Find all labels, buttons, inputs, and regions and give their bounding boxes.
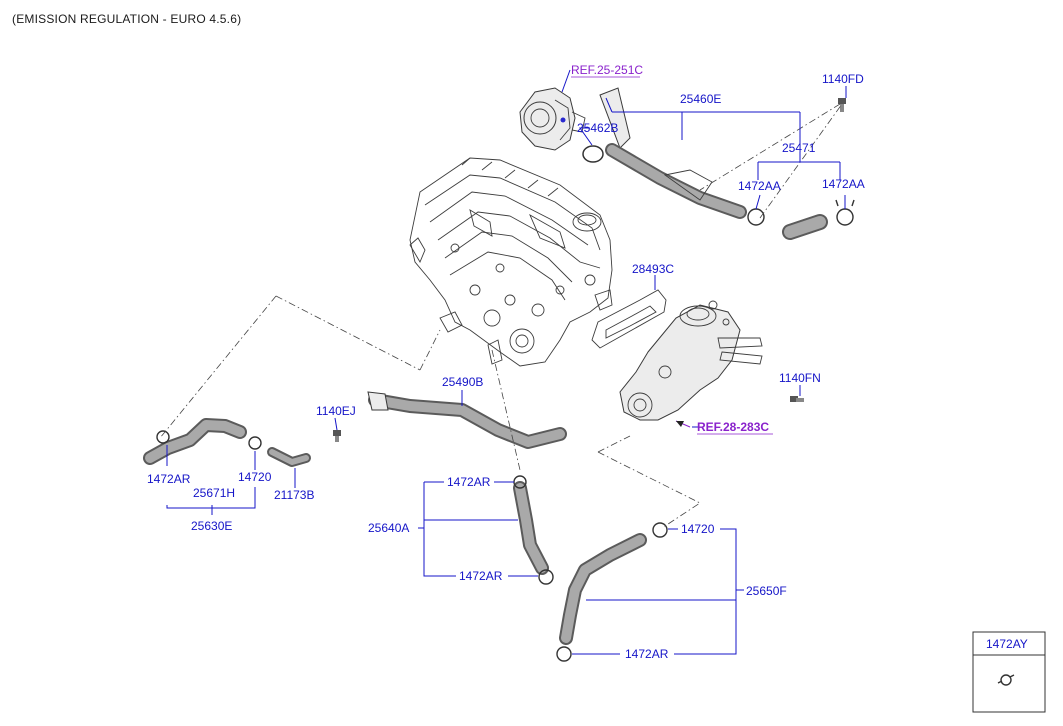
leader-lines xyxy=(166,69,847,655)
label-1472aa-1: 1472AA xyxy=(738,179,781,193)
hose-25471 xyxy=(782,214,828,240)
thermostat-housing xyxy=(619,300,763,421)
clamp-14720-right xyxy=(652,522,668,538)
diagram-caption: (EMISSION REGULATION - EURO 4.5.6) xyxy=(12,12,242,26)
label-25671h: 25671H xyxy=(193,486,235,500)
label-25471: 25471 xyxy=(782,141,816,155)
label-25650f: 25650F xyxy=(746,584,787,598)
label-25630e: 25630E xyxy=(191,519,232,533)
label-28493c: 28493C xyxy=(632,262,674,276)
label-1140fn: 1140FN xyxy=(779,371,821,385)
gasket-28493c xyxy=(591,289,667,349)
bolt-1140fn xyxy=(790,396,804,402)
hose-25640a xyxy=(513,481,549,575)
label-1472ar-left: 1472AR xyxy=(147,472,191,486)
label-1472aa-2: 1472AA xyxy=(822,177,865,191)
bolt-1140ej xyxy=(333,430,341,442)
ref-28-283c-label[interactable]: REF.28-283C xyxy=(697,420,769,434)
clamp-1472ar-mid-bottom xyxy=(538,569,554,585)
label-1140fd: 1140FD xyxy=(822,72,864,86)
o-ring xyxy=(582,145,604,163)
label-25490b: 25490B xyxy=(442,375,483,389)
label-25640a: 25640A xyxy=(368,521,409,535)
clamp-1472ar-left xyxy=(156,430,170,444)
legend-box-1472ay: 1472AY xyxy=(972,631,1046,713)
reference-centerlines xyxy=(159,103,843,529)
label-25462b: 25462B xyxy=(577,121,618,135)
label-21173b: 21173B xyxy=(274,488,314,502)
label-25460e: 25460E xyxy=(680,92,721,106)
label-1472ar-mid-bottom: 1472AR xyxy=(459,569,503,583)
label-14720-left: 14720 xyxy=(238,470,272,484)
label-1140ej: 1140EJ xyxy=(316,404,356,418)
water-pump-assembly xyxy=(519,87,586,151)
clamp-14720-left xyxy=(248,436,262,450)
engine-block xyxy=(409,157,613,367)
label-14720-right: 14720 xyxy=(681,522,715,536)
legend-label-1472ay: 1472AY xyxy=(986,637,1028,651)
label-1472ar-mid-top: 1472AR xyxy=(447,475,491,489)
bolt-1140fd xyxy=(838,98,846,112)
pipe-21173b xyxy=(267,447,311,467)
hose-25650f xyxy=(559,533,647,645)
hose-25671h xyxy=(143,418,247,465)
clamp-1472aa-1 xyxy=(747,208,765,226)
clamp-1472aa-2 xyxy=(836,208,854,226)
ref-25-251c-label[interactable]: REF.25-251C xyxy=(571,63,643,77)
label-1472ar-bottom: 1472AR xyxy=(625,647,669,661)
upper-hose-25460e xyxy=(599,87,747,219)
hose-25490b xyxy=(367,391,567,449)
clamp-1472ar-bottom xyxy=(556,646,572,662)
legend-clamp-icon xyxy=(1000,674,1012,686)
